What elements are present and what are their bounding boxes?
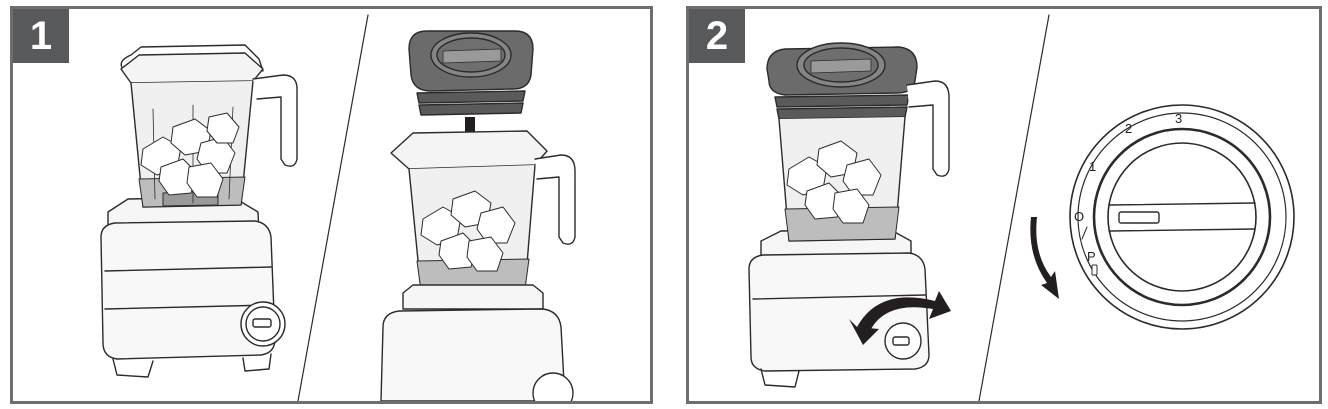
dial-label-3: 3 (1175, 111, 1182, 126)
blender-lid (408, 30, 534, 116)
dial-label-0: O (1074, 209, 1084, 224)
step-2-panel: 2 (686, 6, 1322, 404)
step-1-panel: 1 (10, 6, 653, 404)
ice-cube-icon (786, 140, 882, 224)
blender-base-2 (380, 284, 574, 401)
panel-divider (297, 14, 369, 401)
rotate-arrow-icon (849, 291, 951, 345)
blender-base (100, 196, 286, 378)
dial-label-1: 1 (1089, 159, 1096, 174)
step-2-badge: 2 (689, 9, 745, 63)
dial-label-p: P (1087, 249, 1096, 264)
blender-jar-with-ice-2 (390, 130, 576, 292)
step-1-illustration (100, 14, 576, 401)
speed-dial (1069, 104, 1295, 330)
pulse-icon (1091, 264, 1098, 276)
dial-tick-p (1081, 226, 1088, 240)
blender-jar-with-lid (766, 42, 950, 242)
step-1-badge: 1 (13, 9, 69, 63)
blender-jar-with-ice (120, 44, 298, 208)
panel-divider-2 (978, 14, 1050, 401)
dial-pointer (1118, 211, 1160, 224)
dial-label-2: 2 (1125, 121, 1132, 136)
ice-cube-icon (140, 112, 240, 198)
step-2-illustration: P O 1 2 3 (748, 14, 1295, 401)
curved-arrow-icon (1030, 217, 1059, 299)
